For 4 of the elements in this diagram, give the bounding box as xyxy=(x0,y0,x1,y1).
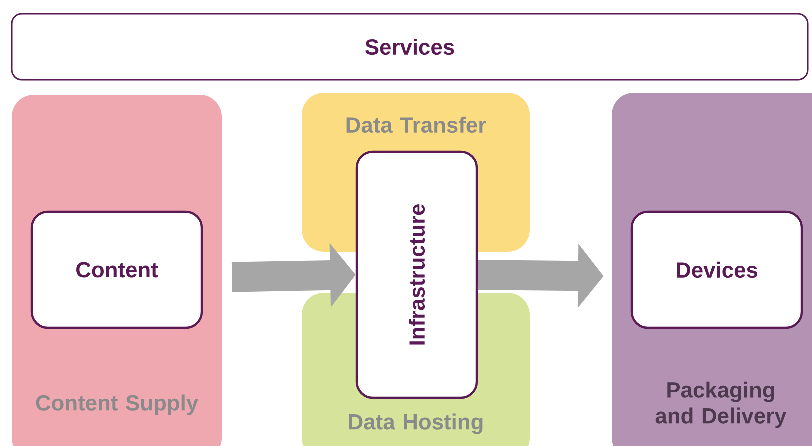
services-bar: Services xyxy=(11,13,809,81)
item-box: Content xyxy=(30,210,204,330)
item-box: Devices xyxy=(630,210,804,330)
infrastructure-box: Infrastructure xyxy=(356,150,478,400)
